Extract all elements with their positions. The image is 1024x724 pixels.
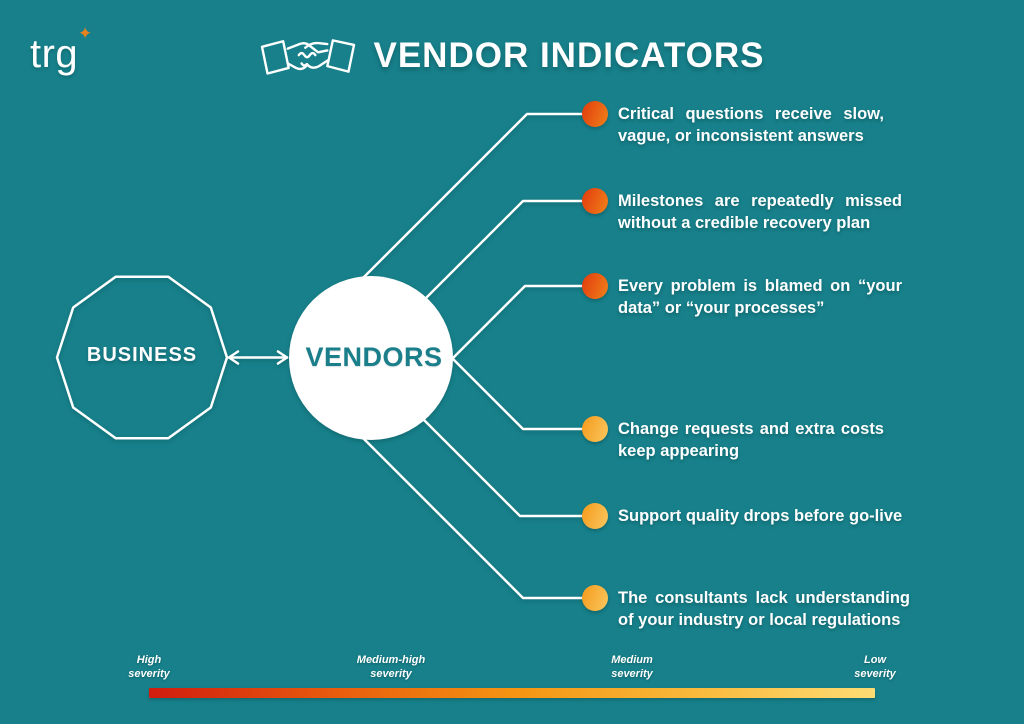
sparkle-icon: ✦ (78, 24, 93, 43)
indicator-item-5: Support quality drops before go-live (582, 503, 902, 529)
severity-dot (582, 188, 608, 214)
legend-label-medium-high: Medium-high severity (356, 654, 426, 680)
double-arrow (227, 350, 289, 365)
severity-dot (582, 416, 608, 442)
severity-dot (582, 101, 608, 127)
indicator-item-6: The consultants lack understanding of yo… (582, 585, 910, 631)
indicator-text: Support quality drops before go-live (618, 507, 903, 525)
legend-label-medium: Medium severity (611, 654, 653, 680)
indicator-text: Every problem is blamed on “your data” o… (618, 277, 902, 317)
vendors-circle (289, 276, 453, 440)
page-title: VENDOR INDICATORS (373, 36, 765, 75)
legend-label-high: High severity (128, 654, 170, 680)
indicator-text: Critical questions receive slow, vague, … (618, 105, 884, 145)
indicator-text: Milestones are repeatedly missed without… (618, 192, 902, 232)
indicator-text: Change requests and extra costs keep app… (618, 420, 884, 460)
indicator-item-1: Critical questions receive slow, vague, … (582, 101, 884, 147)
severity-gradient-bar (149, 688, 875, 698)
header: VENDOR INDICATORS (0, 30, 1024, 82)
business-node-label: BUSINESS (86, 344, 198, 366)
legend-label-low: Low severity (854, 654, 896, 680)
vendors-node-label: VENDORS (305, 342, 443, 372)
severity-dot (582, 585, 608, 611)
trg-logo-text: trg (30, 32, 79, 76)
indicator-text: The consultants lack understanding of yo… (618, 589, 910, 629)
indicator-item-2: Milestones are repeatedly missed without… (582, 188, 902, 234)
business-decagon (55, 275, 229, 440)
severity-dot (582, 503, 608, 529)
severity-dot (582, 273, 608, 299)
indicator-item-3: Every problem is blamed on “your data” o… (582, 273, 902, 319)
handshake-icon (261, 39, 356, 75)
trg-logo: trg ✦ (30, 24, 92, 77)
indicator-item-4: Change requests and extra costs keep app… (582, 416, 884, 462)
